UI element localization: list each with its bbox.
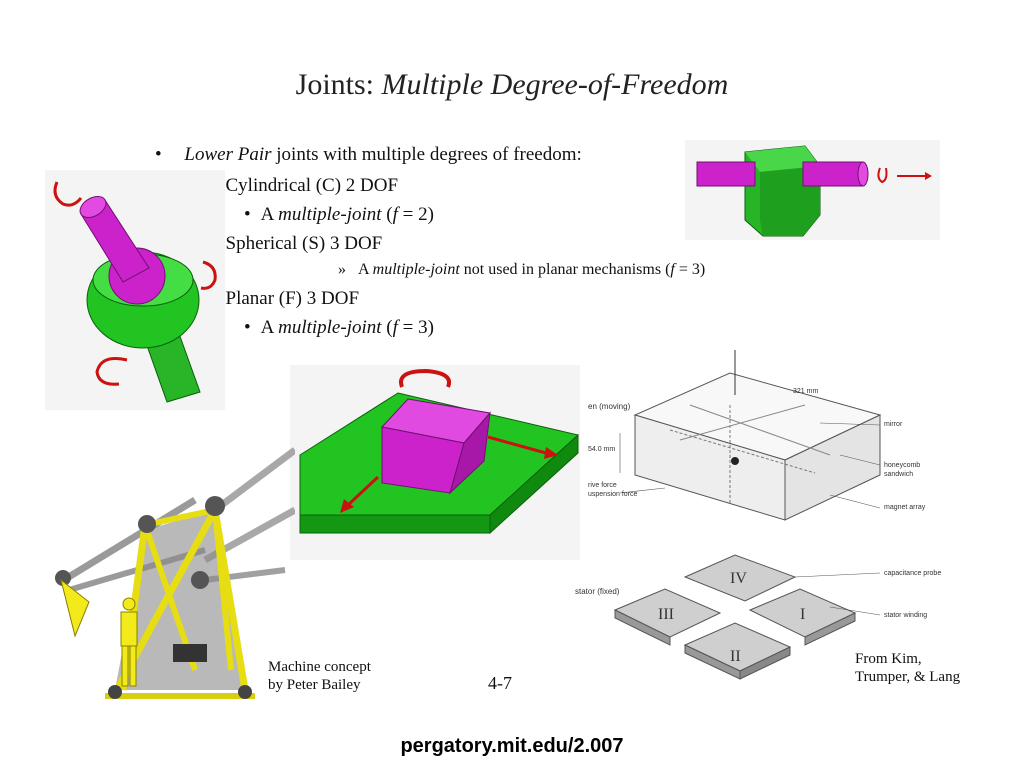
machine-concept-illustration bbox=[55, 447, 295, 699]
honeycomb-label: honeycomb bbox=[884, 462, 921, 469]
sub-bullet-cylindrical: •A multiple-joint (f = 2) bbox=[244, 204, 434, 225]
bullet-cylindrical: –Cylindrical (C) 2 DOF bbox=[200, 175, 399, 196]
quadrant-ii-label: II bbox=[730, 648, 741, 665]
page-number: 4-7 bbox=[488, 673, 512, 693]
quadrant-iv-label: IV bbox=[730, 570, 747, 587]
planar-motor-diagram bbox=[613, 350, 882, 680]
quadrant-iii-label: III bbox=[658, 606, 674, 623]
magnet-array-label: magnet array bbox=[884, 504, 926, 511]
dimension-side-label: 54.0 mm bbox=[588, 446, 616, 453]
stator-winding-label: stator winding bbox=[884, 612, 928, 619]
slide-title: Joints: Multiple Degree-of-Freedom bbox=[295, 68, 729, 101]
stator-label: stator (fixed) bbox=[575, 587, 620, 596]
spherical-joint-illustration bbox=[45, 170, 225, 410]
source-credit: From Kim, Trumper, & Lang bbox=[855, 651, 961, 685]
bullet-marker: • bbox=[155, 144, 162, 165]
dimension-top-label: 321 mm bbox=[793, 388, 819, 395]
bullet-spherical: –Spherical (S) 3 DOF bbox=[200, 233, 383, 254]
sub-bullet-planar: •A multiple-joint (f = 3) bbox=[244, 317, 434, 338]
bullet-lower-pair: • Lower Pair joints with multiple degree… bbox=[155, 144, 582, 165]
platen-label: en (moving) bbox=[588, 402, 631, 411]
drive-force-label: rive force bbox=[588, 482, 617, 489]
machine-concept-caption: Machine concept by Peter Bailey bbox=[268, 659, 371, 693]
suspension-force-label: uspension force bbox=[588, 491, 638, 498]
sub-note-spherical: »A multiple-joint not used in planar mec… bbox=[338, 261, 706, 278]
mirror-label: mirror bbox=[884, 421, 903, 428]
sandwich-label: sandwich bbox=[884, 471, 914, 478]
quadrant-i-label: I bbox=[800, 606, 806, 623]
footer-url: pergatory.mit.edu/2.007 bbox=[400, 735, 624, 757]
cylindrical-joint-illustration bbox=[685, 140, 940, 240]
planar-joint-illustration bbox=[290, 365, 580, 560]
capacitance-probe-label: capacitance probe bbox=[884, 570, 942, 577]
